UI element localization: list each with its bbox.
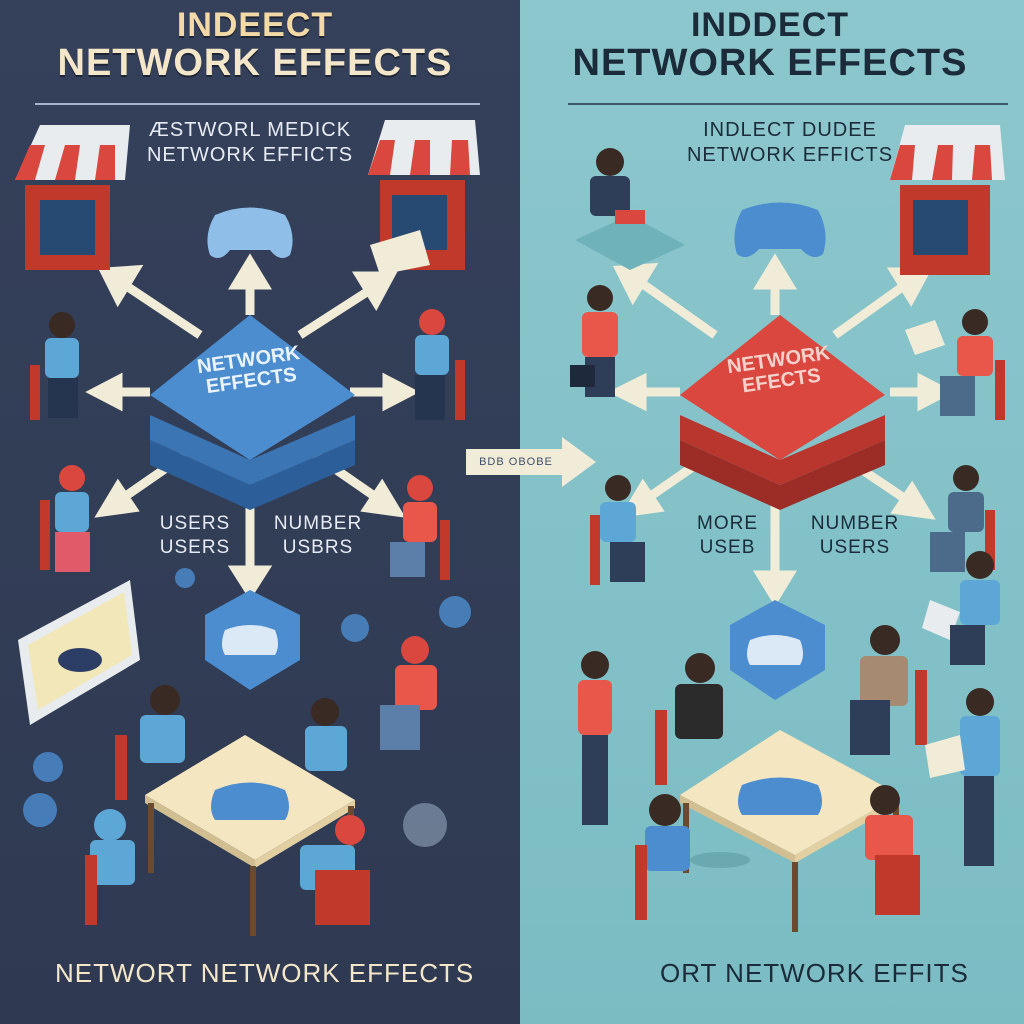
right-more-line2: USEB (685, 536, 770, 560)
arrow-head-icon (562, 437, 596, 487)
left-users-label: USERS USERS (155, 512, 235, 560)
person-icon (415, 309, 465, 420)
person-icon (940, 309, 1005, 420)
transition-arrow: BDB OBOBE (466, 437, 596, 487)
monitor-icon (18, 580, 140, 725)
right-more-line1: MORE (685, 512, 770, 536)
person-icon (30, 312, 79, 420)
gamepad-icon (207, 208, 292, 259)
right-more-label: MORE USEB (685, 512, 770, 560)
storefront-icon (368, 120, 480, 275)
left-footer: NETWORT NETWORK EFFECTS (55, 958, 474, 989)
left-number-line2: USBRS (268, 536, 368, 560)
left-panel: INDEECT NETWORK EFFECTS ÆSTWORL MEDICK N… (0, 0, 520, 1024)
left-users-line1: USERS (155, 512, 235, 536)
left-number-line1: NUMBER (268, 512, 368, 536)
left-number-label: NUMBER USBRS (268, 512, 368, 560)
left-users-line2: USERS (155, 536, 235, 560)
person-icon (575, 148, 685, 270)
person-icon (40, 465, 90, 572)
storefront-icon (890, 125, 1005, 275)
left-hub (150, 315, 355, 510)
person-icon (390, 475, 450, 580)
right-number-label: NUMBER USERS (805, 512, 905, 560)
right-number-line1: NUMBER (805, 512, 905, 536)
storefront-icon (15, 125, 130, 270)
transition-arrow-label: BDB OBOBE (466, 449, 566, 475)
gamepad-icon (734, 203, 825, 258)
right-scene (520, 0, 1024, 1024)
right-number-line2: USERS (805, 536, 905, 560)
gamepad-icon (205, 590, 300, 690)
person-icon (570, 285, 618, 397)
gamepad-icon (730, 600, 825, 700)
right-hub (680, 315, 885, 510)
left-scene (0, 0, 520, 1024)
right-panel: INDDECT NETWORK EFFECTS INDLECT DUDEE NE… (520, 0, 1024, 1024)
right-footer: ORT NETWORK EFFITS (660, 958, 969, 989)
